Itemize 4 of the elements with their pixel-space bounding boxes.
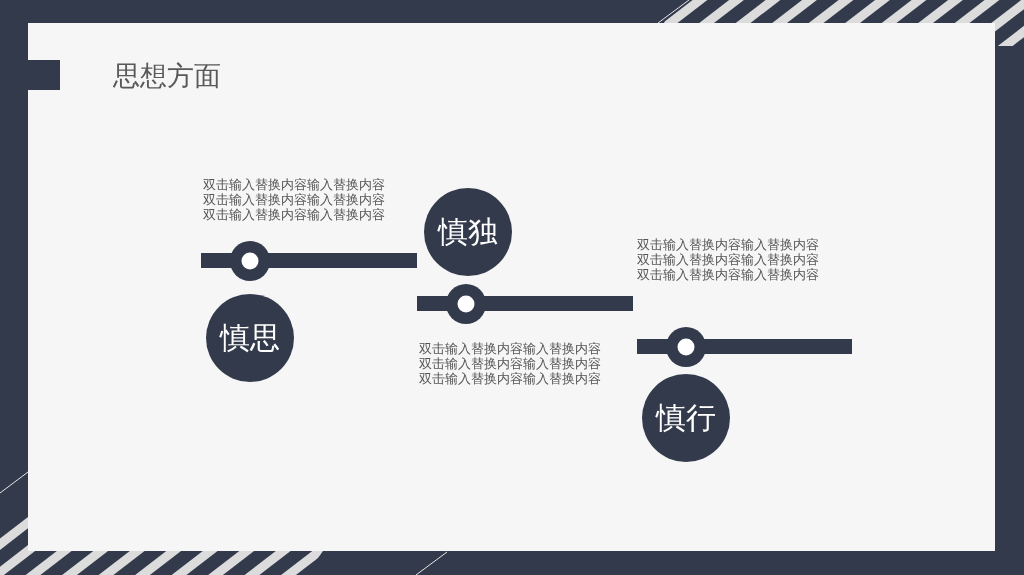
slide-title: 思想方面 [113,59,221,93]
description-text: 双击输入替换内容输入替换内容双击输入替换内容输入替换内容双击输入替换内容输入替换内容 [419,341,602,386]
description-text: 双击输入替换内容输入替换内容双击输入替换内容输入替换内容双击输入替换内容输入替换内容 [637,237,820,282]
description-text: 双击输入替换内容输入替换内容双击输入替换内容输入替换内容双击输入替换内容输入替换内容 [203,177,386,222]
